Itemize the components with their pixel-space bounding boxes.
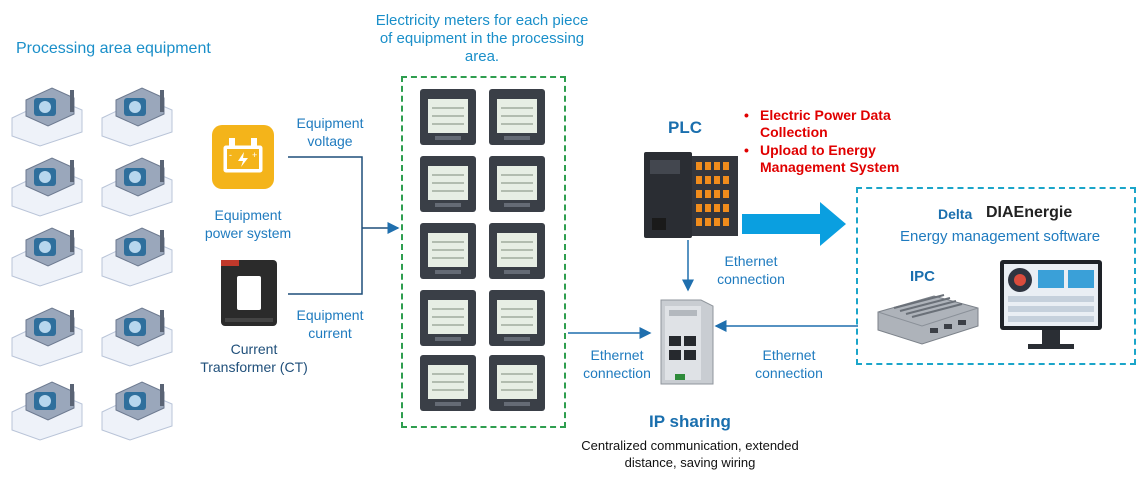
svg-text:+: + bbox=[252, 150, 257, 160]
ipc-title: IPC bbox=[910, 268, 936, 285]
equipment-power-system-label: Equipment power system bbox=[204, 207, 292, 241]
power-meter-icon bbox=[488, 155, 546, 213]
processing-area-title: Processing area equipment bbox=[16, 40, 211, 57]
meter-group-box bbox=[401, 76, 566, 428]
delta-brand: Delta bbox=[938, 206, 973, 222]
ethernet-switch-icon bbox=[655, 296, 715, 388]
current-line bbox=[288, 228, 363, 295]
ethernet-connection-plc-label: Ethernet connection bbox=[717, 253, 785, 287]
power-meter-icon bbox=[488, 289, 546, 347]
power-meter-icon bbox=[419, 354, 477, 412]
power-meter-icon bbox=[488, 88, 546, 146]
plc-controller-icon bbox=[642, 150, 740, 240]
bullet-dot: • bbox=[744, 107, 749, 123]
cnc-machine-icon bbox=[98, 150, 176, 218]
cnc-machine-icon bbox=[98, 220, 176, 288]
current-transformer-label: Current Transformer (CT) bbox=[200, 341, 308, 375]
bullet-text-1: Electric Power Data Collection bbox=[760, 107, 891, 140]
battery-power-icon: - + bbox=[211, 124, 275, 190]
bullet-dot: • bbox=[744, 142, 749, 158]
ethernet-connection-right-label: Ethernet connection bbox=[755, 347, 823, 381]
cnc-machine-icon bbox=[98, 374, 176, 442]
cnc-machine-icon bbox=[98, 80, 176, 148]
industrial-pc-icon bbox=[874, 290, 982, 346]
cnc-machine-icon bbox=[8, 220, 86, 288]
bullet-item-1: • Electric Power Data Collection bbox=[744, 107, 914, 141]
power-meter-icon bbox=[419, 222, 477, 280]
meters-title: Electricity meters for each piece of equ… bbox=[375, 12, 589, 65]
bullet-item-2: • Upload to Energy Management System bbox=[744, 142, 914, 176]
cnc-machine-icon bbox=[8, 300, 86, 368]
cnc-machine-icon bbox=[8, 150, 86, 218]
diaenergie-title: DIAEnergie bbox=[986, 204, 1073, 221]
energy-software-box bbox=[856, 187, 1136, 365]
ethernet-connection-left-label: Ethernet connection bbox=[583, 347, 651, 381]
cnc-machine-icon bbox=[98, 300, 176, 368]
power-meter-icon bbox=[419, 155, 477, 213]
current-transformer-icon bbox=[219, 258, 279, 328]
equipment-voltage-label: Equipment voltage bbox=[296, 115, 364, 149]
power-meter-icon bbox=[419, 88, 477, 146]
cnc-machine-icon bbox=[8, 80, 86, 148]
power-meter-icon bbox=[419, 289, 477, 347]
power-meter-icon bbox=[488, 354, 546, 412]
monitor-icon bbox=[998, 258, 1104, 352]
power-meter-icon bbox=[488, 222, 546, 280]
ip-sharing-title: IP sharing bbox=[649, 412, 731, 431]
bullet-text-2: Upload to Energy Management System bbox=[760, 142, 900, 175]
upload-arrow bbox=[742, 202, 846, 246]
voltage-line bbox=[288, 156, 363, 228]
cnc-machine-icon bbox=[8, 374, 86, 442]
ip-sharing-description: Centralized communication, extended dist… bbox=[581, 438, 799, 470]
energy-software-label: Energy management software bbox=[900, 228, 1101, 245]
plc-title: PLC bbox=[668, 118, 702, 137]
svg-text:-: - bbox=[229, 150, 232, 160]
equipment-current-label: Equipment current bbox=[296, 307, 364, 341]
